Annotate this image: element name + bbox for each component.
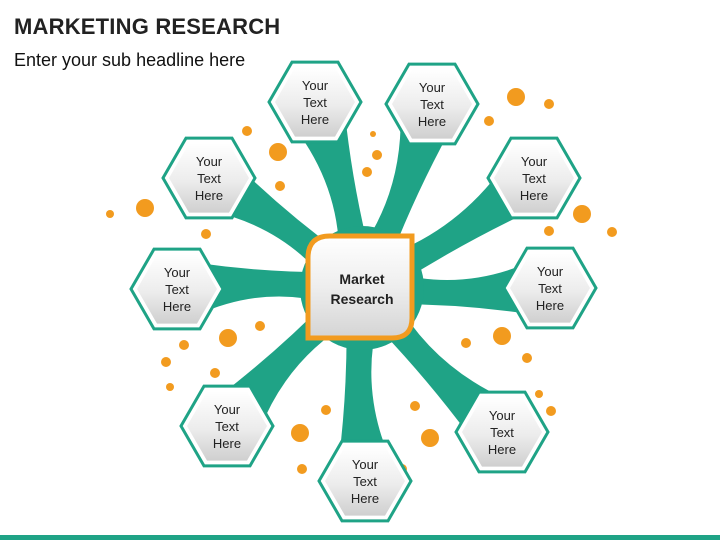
hexagon-text-line: Text (197, 171, 221, 186)
hexagon-text-line: Here (520, 188, 548, 203)
hexagon-text-line: Here (195, 188, 223, 203)
center-label-line1: Market (339, 271, 384, 287)
hexagon-text-line: Your (537, 264, 564, 279)
orange-dot (297, 464, 307, 474)
orange-dot (166, 383, 174, 391)
orange-dot (275, 181, 285, 191)
hexagon-text-line: Text (215, 419, 239, 434)
hexagon-text-line: Text (538, 281, 562, 296)
orange-dot (136, 199, 154, 217)
hexagon-text-line: Here (213, 436, 241, 451)
hexagon-text-line: Your (352, 457, 379, 472)
hexagon-text-line: Your (489, 408, 516, 423)
orange-dot (607, 227, 617, 237)
hexagon-face (510, 253, 590, 323)
page-subtitle: Enter your sub headline here (14, 50, 246, 70)
orange-dot (410, 401, 420, 411)
orange-dot (201, 229, 211, 239)
orange-dot (370, 131, 376, 137)
hexagon-face (494, 143, 574, 213)
hexagon-text-line: Text (490, 425, 514, 440)
hexagon-text-line: Your (521, 154, 548, 169)
center-node: Market Research (305, 233, 415, 341)
hexagon-face (169, 143, 249, 213)
orange-dot (106, 210, 114, 218)
hexagon-text-line: Here (488, 442, 516, 457)
hexagon-text-line: Your (214, 402, 241, 417)
orange-dot (484, 116, 494, 126)
connector-branch (196, 262, 333, 315)
connector-branch (294, 115, 371, 263)
hexagon-text-line: Here (163, 299, 191, 314)
orange-dot (362, 167, 372, 177)
hexagon-face (462, 397, 542, 467)
hexagon-text-line: Text (522, 171, 546, 186)
hexagon-text-line: Text (353, 474, 377, 489)
hexagon-text-line: Your (302, 78, 329, 93)
orange-dot (210, 368, 220, 378)
orange-dot (291, 424, 309, 442)
hexagon-text-line: Here (301, 112, 329, 127)
connector-branch (378, 166, 532, 286)
connector-branch (357, 113, 450, 266)
orange-dot (161, 357, 171, 367)
orange-dot (179, 340, 189, 350)
bottom-accent-bar (0, 535, 720, 540)
connector-branch (392, 262, 530, 314)
page-title: MARKETING RESEARCH (14, 14, 281, 39)
connector-branch (338, 317, 391, 462)
center-box (305, 233, 415, 341)
hexagon-face (275, 67, 355, 137)
orange-dot (507, 88, 525, 106)
hexagon-text-line: Your (419, 80, 446, 95)
orange-dot (544, 99, 554, 109)
hexagon-face (137, 254, 217, 324)
orange-dot (242, 126, 252, 136)
hexagon-face (187, 391, 267, 461)
orange-dot (535, 390, 543, 398)
decorative-dots (106, 88, 617, 474)
hexagon-nodes: YourTextHereYourTextHereYourTextHereYour… (129, 60, 598, 523)
orange-dot (493, 327, 511, 345)
orange-dot (544, 226, 554, 236)
orange-dot (421, 429, 439, 447)
hexagon-text-line: Text (303, 95, 327, 110)
hexagon-text-line: Here (536, 298, 564, 313)
hexagon-text-line: Text (165, 282, 189, 297)
center-label-line2: Research (330, 291, 393, 307)
hexagon-text-line: Here (418, 114, 446, 129)
hexagon-face (325, 446, 405, 516)
orange-dot (219, 329, 237, 347)
orange-dot (573, 205, 591, 223)
hexagon-text-line: Your (164, 265, 191, 280)
hexagon-text-line: Text (420, 97, 444, 112)
orange-dot (372, 150, 382, 160)
orange-dot (269, 143, 287, 161)
hexagon-text-line: Here (351, 491, 379, 506)
orange-dot (461, 338, 471, 348)
orange-dot (546, 406, 556, 416)
hexagon-face (392, 69, 472, 139)
orange-dot (522, 353, 532, 363)
orange-dot (321, 405, 331, 415)
orange-dot (255, 321, 265, 331)
hexagon-text-line: Your (196, 154, 223, 169)
